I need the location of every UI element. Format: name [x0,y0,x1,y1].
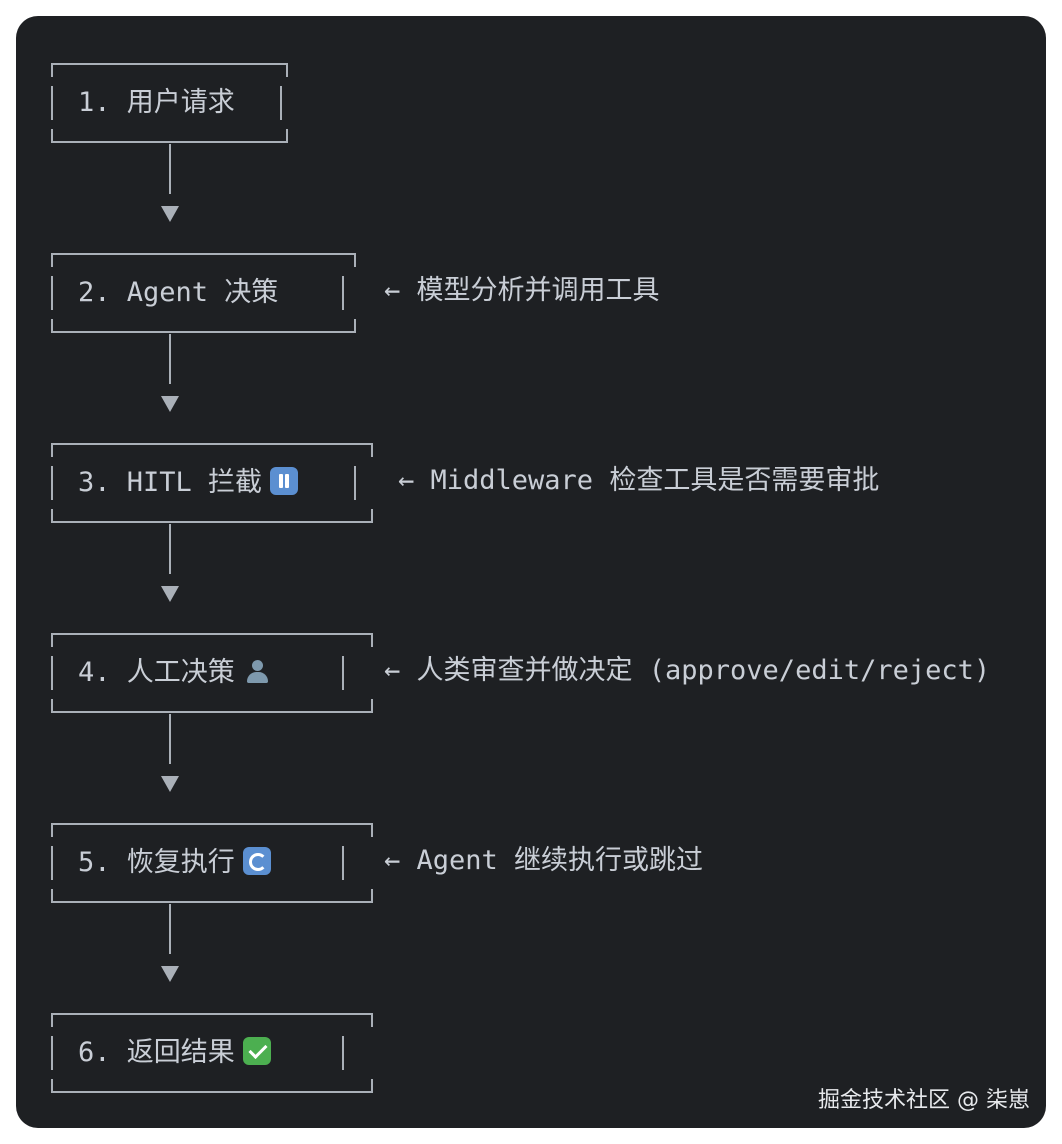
diagram-panel: 1. 用户请求 2. Agent 决策 ← 模型分析并调用工具 3. HITL … [16,16,1046,1128]
step-2: 2. Agent 决策 ← 模型分析并调用工具 [16,253,1046,333]
step-4: 4. 人工决策 ← 人类审查并做决定 (approve/edit/reject) [16,633,1046,713]
step-label: 5. 恢复执行 [78,847,235,878]
step-label: 3. HITL 拦截 [78,467,263,498]
step-5: 5. 恢复执行 ← Agent 继续执行或跳过 [16,823,1046,903]
step-6: 6. 返回结果 [16,1013,1046,1093]
arrow-down-icon [161,776,179,792]
step-1: 1. 用户请求 [16,63,1046,143]
connector-line [169,714,171,764]
step-box: 6. 返回结果 [51,1013,373,1093]
pause-icon [270,467,299,495]
arrow-down-icon [161,966,179,982]
step-note: ← Agent 继续执行或跳过 [384,845,704,876]
step-note: ← 人类审查并做决定 (approve/edit/reject) [384,655,991,686]
connector-line [169,904,171,954]
connector-line [169,524,171,574]
user-icon [243,657,271,685]
step-label: 6. 返回结果 [78,1037,235,1068]
check-icon [242,1037,271,1065]
step-box: 5. 恢复执行 [51,823,373,903]
connector-line [169,144,171,194]
step-3: 3. HITL 拦截 ← Middleware 检查工具是否需要审批 [16,443,1046,523]
step-box: 3. HITL 拦截 [51,443,373,523]
step-note: ← 模型分析并调用工具 [384,275,660,306]
arrow-down-icon [161,206,179,222]
refresh-icon [242,847,271,875]
step-label: 4. 人工决策 [78,657,235,688]
step-label: 2. Agent 决策 [78,277,279,308]
step-box: 1. 用户请求 [51,63,288,143]
watermark: 掘金技术社区 @ 柒崽 [818,1088,1030,1113]
step-note: ← Middleware 检查工具是否需要审批 [398,465,880,496]
step-box: 2. Agent 决策 [51,253,356,333]
step-box: 4. 人工决策 [51,633,373,713]
arrow-down-icon [161,396,179,412]
connector-line [169,334,171,384]
step-label: 1. 用户请求 [78,87,235,118]
arrow-down-icon [161,586,179,602]
